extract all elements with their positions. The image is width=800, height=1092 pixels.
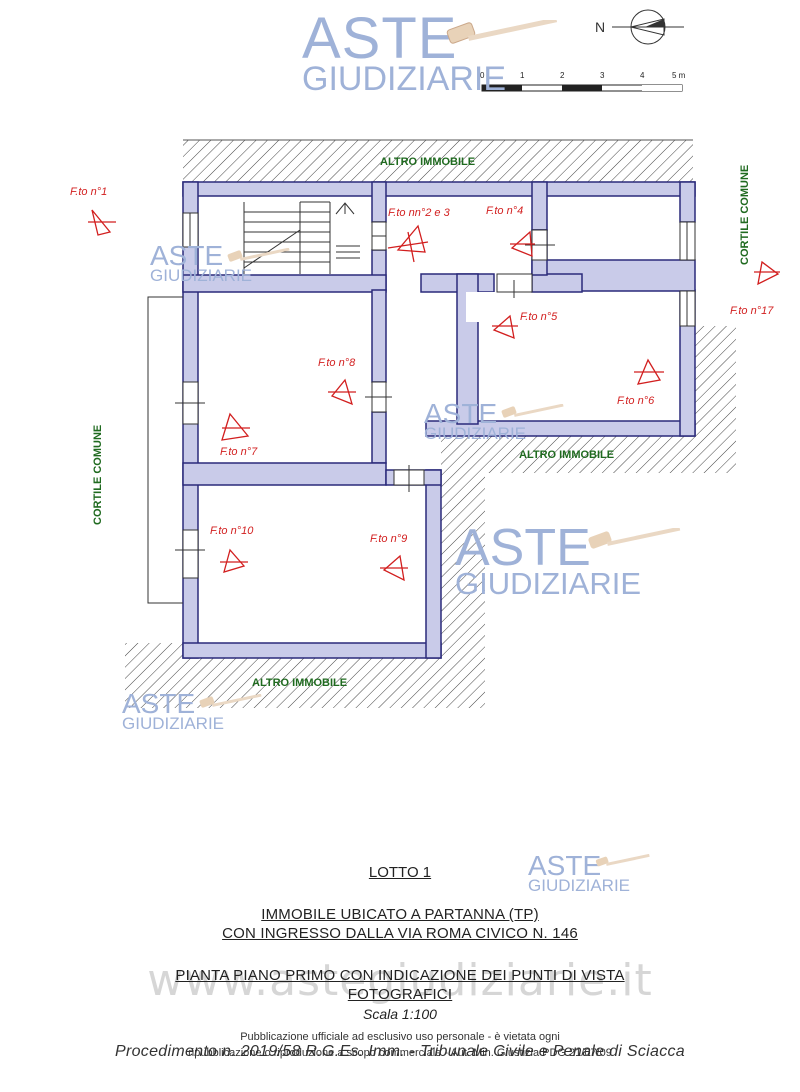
watermark-brand-bottom: GIUDIZIARIE: [302, 60, 507, 98]
immobile-line-2: CON INGRESSO DALLA VIA ROMA CIVICO N. 14…: [222, 925, 578, 942]
camera-6-icon: [634, 358, 664, 385]
photo-labels: F.to n°1 F.to nn°2 e 3 F.to n°4 F.to n°5…: [70, 186, 774, 545]
scale-tick-0: 0: [480, 71, 485, 80]
photo-label-8: F.to n°8: [318, 357, 356, 369]
site-watermark: www.astegiudiziarie.it: [147, 955, 653, 1006]
photo-label-7: F.to n°7: [220, 446, 258, 458]
pianta-title: PIANTA PIANO PRIMO CON INDICAZIONE DEI P…: [0, 966, 800, 1004]
cortile-comune-right: CORTILE COMUNE: [739, 165, 751, 265]
camera-4-icon: [510, 230, 535, 257]
aste-watermark-6: ASTE GIUDIZIARIE: [528, 850, 631, 895]
photo-viewpoints: [88, 209, 780, 582]
aste-watermark-3: ASTE GIUDIZIARIE: [424, 398, 527, 443]
aste-watermark-top: ASTE GIUDIZIARIE: [302, 6, 507, 98]
hatched-areas: [125, 139, 736, 708]
cortile-comune-left: CORTILE COMUNE: [92, 425, 104, 525]
photo-label-5: F.to n°5: [520, 311, 558, 323]
photo-label-2-3: F.to nn°2 e 3: [388, 207, 451, 219]
area-labels: ALTRO IMMOBILE ALTRO IMMOBILE ALTRO IMMO…: [92, 156, 751, 689]
aste-watermark-2: ASTE GIUDIZIARIE: [150, 240, 253, 285]
camera-2-icon: [387, 224, 429, 263]
photo-label-4: F.to n°4: [486, 205, 523, 217]
gavel-icon: [588, 528, 681, 549]
scale-tick-4: 4: [640, 71, 645, 80]
scale-tick-3: 3: [600, 71, 605, 80]
altro-immobile-bottom: ALTRO IMMOBILE: [252, 677, 347, 689]
scale-bar: 0 1 2 3 4 5 m: [480, 71, 686, 92]
photo-label-9: F.to n°9: [370, 533, 407, 545]
gavel-icon: [199, 694, 262, 708]
gavel-icon: [446, 20, 558, 44]
camera-9-icon: [380, 554, 408, 582]
immobile-title: IMMOBILE UBICATO A PARTANNA (TP) CON ING…: [0, 905, 800, 943]
procedimento-line: Procedimento n. 2019/58 R.G.Es. Imm. - T…: [114, 1043, 685, 1060]
aste-watermark-4: ASTE GIUDIZIARIE: [455, 519, 642, 601]
gavel-icon: [227, 248, 290, 262]
gavel-icon: [595, 854, 650, 867]
immobile-line-1: IMMOBILE UBICATO A PARTANNA (TP): [261, 906, 539, 923]
altro-immobile-middle: ALTRO IMMOBILE: [519, 449, 614, 461]
camera-7-icon: [221, 412, 250, 441]
notice-line-1: Pubblicazione ufficiale ad esclusivo uso…: [240, 1031, 560, 1043]
camera-17-icon: [754, 260, 780, 286]
lotto-title: LOTTO 1: [368, 864, 432, 881]
scale-tick-1: 1: [520, 71, 525, 80]
camera-10-icon: [220, 548, 248, 573]
openings: [175, 212, 696, 579]
altro-immobile-top: ALTRO IMMOBILE: [380, 156, 475, 168]
photo-label-17: F.to n°17: [730, 305, 774, 317]
camera-1-icon: [88, 209, 116, 236]
photo-label-10: F.to n°10: [210, 525, 254, 537]
north-label: N: [595, 19, 605, 35]
notice-line-2: ripubblicazione o riproduzione a scopo c…: [188, 1047, 612, 1059]
balcony-outline: [147, 296, 183, 604]
camera-5-icon: [492, 314, 518, 340]
scale-tick-2: 2: [560, 71, 565, 80]
scale-tick-5: 5 m: [672, 71, 686, 80]
photo-label-6: F.to n°6: [617, 395, 655, 407]
pianta-line-1: PIANTA PIANO PRIMO CON INDICAZIONE DEI P…: [175, 967, 625, 984]
staircase: [243, 201, 360, 274]
aste-watermark-5: ASTE GIUDIZIARIE: [122, 688, 225, 733]
photo-label-1: F.to n°1: [70, 186, 107, 198]
gavel-icon: [501, 404, 564, 418]
pianta-line-2: FOTOGRAFICI: [347, 986, 453, 1003]
scale-label: Scala 1:100: [363, 1006, 437, 1022]
camera-8-icon: [328, 378, 356, 406]
watermark-brand-top: ASTE: [302, 6, 458, 71]
north-arrow: N: [595, 9, 684, 45]
